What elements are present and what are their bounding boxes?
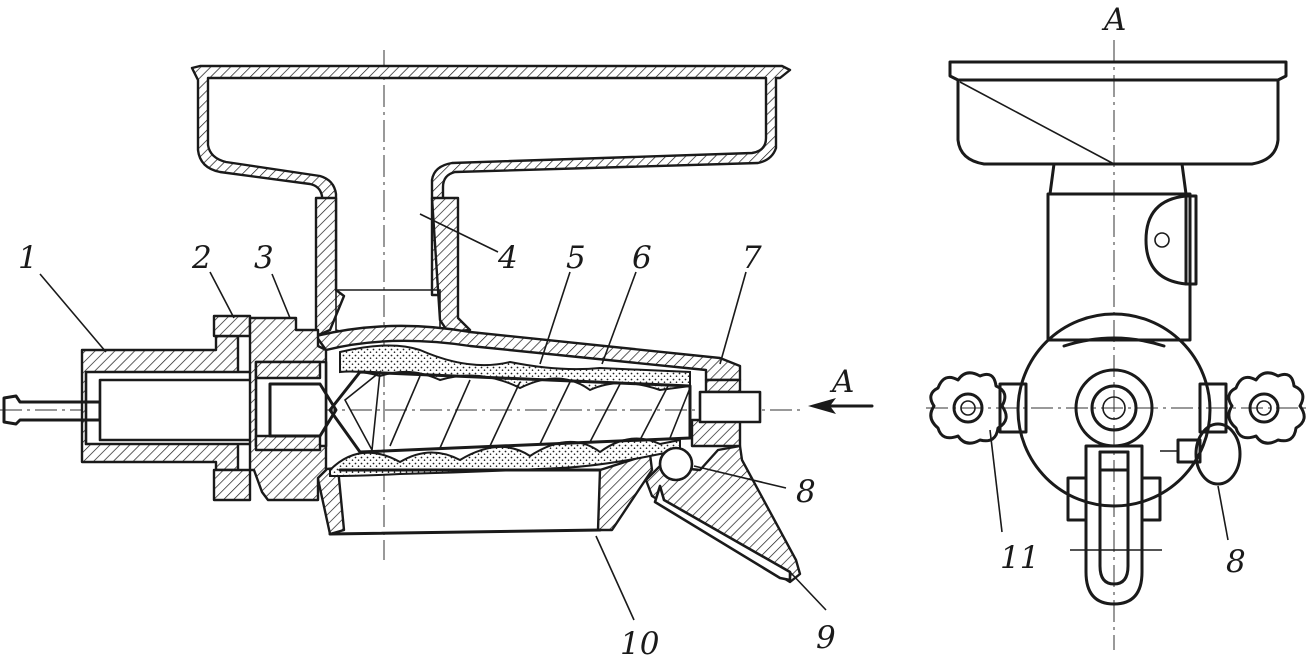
view-a-boss-right bbox=[1198, 382, 1228, 434]
nut-2-lower bbox=[212, 468, 252, 502]
view-a-star-knob-right bbox=[1227, 371, 1306, 445]
view-a-title: A bbox=[1101, 2, 1126, 38]
callout-11: 11 bbox=[1000, 540, 1039, 576]
view-a-latch-bar bbox=[1184, 194, 1198, 286]
view-a-clamp-left bbox=[1066, 476, 1088, 522]
callout-7: 7 bbox=[742, 240, 762, 276]
callout-10: 10 bbox=[620, 626, 659, 662]
view-a-boss-left bbox=[998, 382, 1028, 434]
leader-lines bbox=[39, 213, 827, 621]
view-a-side-latch bbox=[1144, 194, 1188, 286]
view-a-body bbox=[1046, 192, 1192, 342]
bushing-bottom bbox=[254, 434, 322, 452]
outlet-wall bbox=[596, 452, 654, 532]
end-cap-7-top bbox=[704, 378, 742, 394]
view-a-outlet-inner bbox=[1098, 450, 1130, 586]
callout-9: 9 bbox=[816, 620, 836, 656]
end-bearing-7 bbox=[698, 390, 762, 424]
callout-3: 3 bbox=[254, 240, 274, 276]
view-a-outlet bbox=[1084, 444, 1144, 606]
view-a-clamp-knob-8 bbox=[1160, 422, 1242, 486]
chute-lip bbox=[653, 484, 792, 582]
view-a-leader-11 bbox=[989, 429, 1003, 533]
callout-1: 1 bbox=[18, 240, 38, 276]
neck-wall-right bbox=[430, 196, 472, 334]
callout-2: 2 bbox=[191, 240, 212, 276]
view-a-housing-arc bbox=[1062, 336, 1166, 348]
outlet-10 bbox=[328, 528, 602, 536]
screw-tip bbox=[268, 382, 338, 438]
view-a-shaft-end bbox=[1102, 396, 1126, 420]
view-a-tray-diagonal bbox=[959, 81, 1115, 165]
view-a-latch-pin bbox=[1154, 232, 1170, 248]
callout-4: 4 bbox=[497, 240, 518, 276]
sectional-view: 1 2 3 4 5 6 7 8 9 10 A bbox=[0, 50, 874, 662]
view-a-clamp-tab bbox=[1098, 450, 1130, 472]
hopper-tray bbox=[190, 64, 792, 297]
view-arrow bbox=[808, 398, 874, 414]
body-casing-lower bbox=[314, 466, 346, 536]
neck-wall-left bbox=[314, 196, 346, 338]
view-a-clamp-right bbox=[1140, 476, 1162, 522]
view-a-star-knob-left bbox=[929, 371, 1008, 445]
arrow-a-label: A bbox=[829, 364, 854, 400]
bushing-top bbox=[254, 360, 322, 380]
view-a-leader-8 bbox=[1217, 485, 1229, 541]
view-a-tray bbox=[948, 60, 1288, 166]
callout-8-section: 8 bbox=[796, 474, 816, 510]
view-a-neck bbox=[1048, 162, 1188, 196]
drive-shaft-core bbox=[98, 378, 260, 442]
chute-9 bbox=[644, 444, 802, 584]
view-a-round-housing bbox=[1016, 312, 1212, 508]
view-a-hub-inner bbox=[1090, 384, 1138, 432]
pulp-upper bbox=[339, 344, 691, 392]
callout-6: 6 bbox=[632, 240, 652, 276]
nut-2 bbox=[212, 314, 252, 338]
end-cap-7 bbox=[690, 418, 742, 448]
clamp-ball-8 bbox=[658, 446, 694, 482]
callout-8-view: 8 bbox=[1226, 544, 1246, 580]
view-a: A 11 8 bbox=[926, 2, 1310, 650]
callout-5: 5 bbox=[566, 240, 586, 276]
auger-screw bbox=[328, 370, 692, 454]
